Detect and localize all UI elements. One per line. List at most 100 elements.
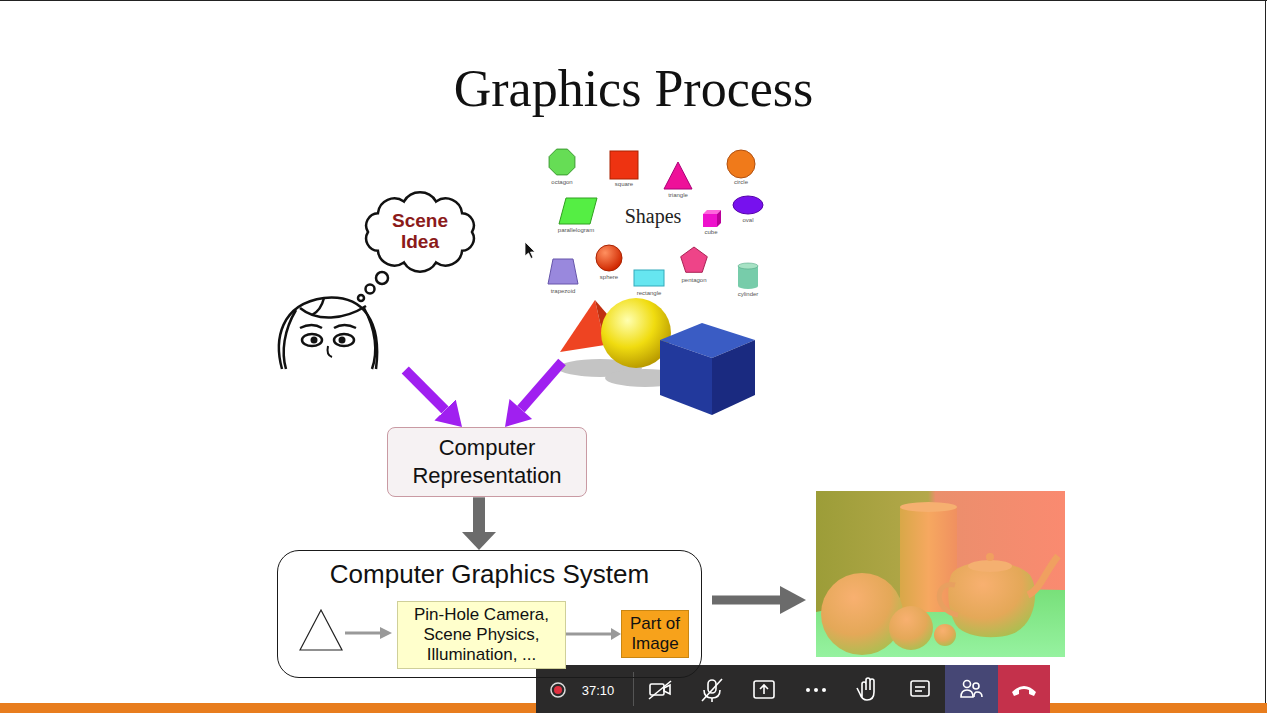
shape-label: square [615, 181, 633, 187]
meeting-toolbar [822, 688, 826, 692]
flat-shapes [548, 149, 763, 289]
flat-shapes [738, 263, 758, 269]
system-box: Computer Graphics SystemPin-Hole Camera,… [277, 550, 702, 678]
flat-shapes [559, 198, 597, 224]
flat-shapes [717, 210, 721, 227]
meeting-timer: 37:10 [582, 683, 615, 698]
shape-label: oval [742, 217, 753, 223]
slide-frame [0, 0, 1267, 1]
rendered-image [939, 584, 958, 615]
shape-label: sphere [600, 274, 618, 280]
meeting-toolbar [649, 681, 671, 699]
face-drawing [302, 334, 322, 346]
meeting-toolbar [814, 688, 818, 692]
face-drawing [300, 306, 366, 318]
node-text: Computer Representation [396, 434, 578, 490]
output-arrow [712, 586, 806, 614]
flow-arrow [473, 497, 485, 532]
meeting-toolbar [998, 665, 1050, 713]
primitive-triangle [300, 610, 342, 650]
meeting-toolbar [806, 686, 1036, 696]
rendered-image [900, 502, 957, 512]
meeting-toolbar [754, 681, 774, 698]
rendered-image [986, 553, 994, 561]
pipeline-arrow [380, 627, 392, 639]
face-drawing [284, 310, 296, 369]
face-drawing [279, 298, 377, 369]
face-drawing [334, 325, 356, 328]
meeting-toolbar [702, 679, 722, 701]
meeting-toolbar [857, 678, 874, 700]
pipeline-arrow [345, 627, 392, 639]
mouse-cursor [525, 242, 535, 259]
face-drawing [300, 325, 322, 328]
solid-shapes [660, 340, 712, 415]
meeting-toolbar [633, 672, 634, 706]
face-drawing [312, 298, 324, 315]
shape-label: trapezoid [551, 288, 576, 294]
shape-label: octagon [551, 179, 572, 185]
thought-bubble [376, 272, 388, 284]
face-drawing [364, 308, 375, 369]
flat-shapes [548, 259, 578, 284]
face-drawing [334, 334, 354, 346]
flat-shapes [738, 283, 758, 289]
face-drawing [328, 346, 333, 357]
rendered-image [821, 573, 903, 655]
node-text: Pin-Hole Camera, Scene Physics, Illumina… [403, 605, 560, 665]
flat-shapes [610, 151, 638, 179]
mouse-cursor [525, 242, 535, 259]
rendered-image [934, 624, 956, 646]
flow-arrow [521, 362, 562, 409]
meeting-toolbar [964, 681, 971, 688]
rendered-image [816, 491, 1065, 657]
meeting-toolbar [649, 678, 982, 702]
meeting-toolbar [711, 698, 713, 702]
meeting-toolbar [915, 690, 922, 692]
node-text: Part of Image [625, 614, 685, 653]
node-text: Computer Graphics System [278, 551, 701, 590]
meeting-toolbar [911, 681, 929, 696]
meeting-toolbar [973, 683, 979, 689]
rendered-image [816, 491, 1065, 657]
thought-bubble [366, 285, 375, 294]
node-text: Scene Idea [380, 202, 460, 262]
shape-label: cube [704, 229, 717, 235]
solid-shapes [712, 340, 755, 415]
flow-arrow [405, 370, 445, 410]
thought-cloud [366, 192, 474, 271]
meeting-toolbar [554, 686, 562, 694]
flat-shapes [634, 270, 664, 286]
process-box: Pin-Hole Camera, Scene Physics, Illumina… [397, 601, 566, 669]
meeting-toolbar [915, 686, 925, 688]
meeting-toolbar [806, 688, 810, 692]
flat-shapes [681, 247, 708, 272]
slide-title: Graphics Process [0, 58, 1267, 120]
meeting-toolbar [536, 665, 1050, 713]
rendered-image [948, 562, 1035, 637]
primitive-triangle [300, 610, 342, 650]
flow-arrow [505, 362, 562, 427]
flat-shapes [596, 245, 622, 271]
meeting-toolbar [760, 685, 768, 694]
shape-label: parallelogram [558, 227, 594, 233]
flat-shapes [703, 214, 717, 227]
thought-bubble [358, 295, 364, 301]
flat-shapes [664, 162, 692, 189]
illustration-label: Shapes [625, 205, 682, 228]
rendered-image [1028, 556, 1058, 595]
slide-frame [1265, 0, 1266, 703]
shape-label: pentagon [681, 277, 706, 283]
shape-label: circle [734, 179, 748, 185]
shape-label: rectangle [637, 290, 662, 296]
flat-shapes [549, 149, 575, 175]
thinker-figure [272, 190, 477, 370]
face-drawing [311, 337, 318, 344]
meeting-toolbar [551, 683, 565, 697]
meeting-toolbar [974, 692, 982, 697]
